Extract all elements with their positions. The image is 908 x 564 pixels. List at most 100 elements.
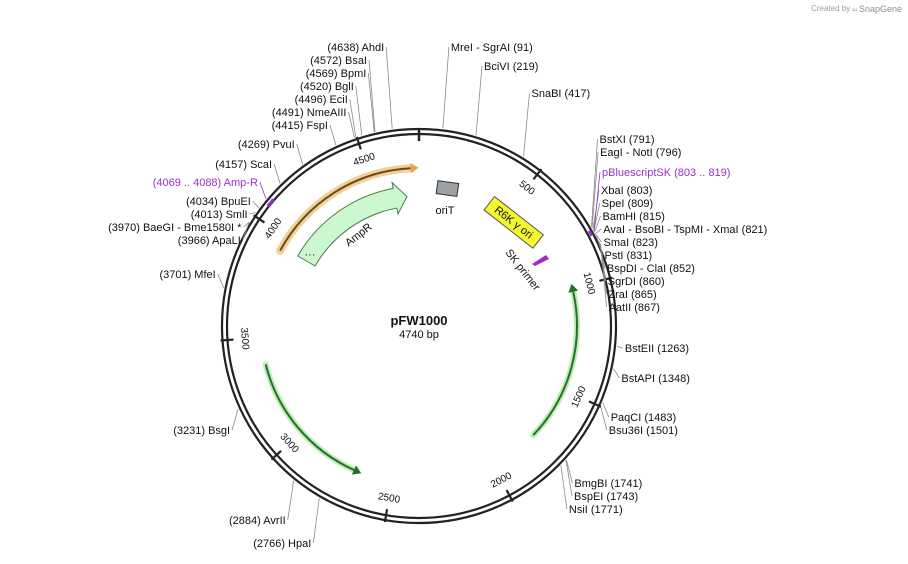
site-leader-line: [296, 143, 304, 165]
restriction-site-label: (4496) EciI: [295, 94, 348, 106]
restriction-site-label: (4572) BsaI: [310, 55, 367, 67]
restriction-site-label: NsiI (1771): [569, 504, 623, 516]
orange-orf-arc: [279, 167, 411, 252]
credit-brand: SnapGene: [858, 3, 902, 14]
ampr-feature: [297, 181, 408, 267]
restriction-site-label: BamHI (815): [603, 211, 665, 223]
r6k-ori-box: [483, 195, 545, 249]
site-leader-line: [613, 368, 620, 379]
restriction-site-label: (4638) AhdI: [327, 42, 384, 54]
ampr-promoter-marker: ···: [305, 249, 316, 261]
tick-label: 4000: [263, 216, 285, 241]
tick-label: 2000: [489, 470, 514, 490]
restriction-site-label: BciVI (219): [484, 61, 538, 73]
site-leader-line: [231, 408, 239, 431]
sk-primer-arrow: [532, 255, 549, 266]
restriction-site-label: ZraI (865): [608, 289, 656, 301]
restriction-site-label: SnaBI (417): [532, 88, 591, 100]
site-leader-line: [312, 498, 320, 544]
site-leader-line: [249, 212, 256, 215]
orf-arc-bottom-left-arrowhead: [351, 465, 362, 475]
snapgene-credit: Created by ⧢ SnapGene: [811, 3, 902, 14]
orf-arc-right: [532, 291, 578, 436]
restriction-site-label: (2766) HpaI: [253, 538, 311, 550]
oriT-box: [435, 180, 460, 198]
restriction-site-label: SgrDI (860): [608, 276, 665, 288]
tick-label: 1500: [570, 384, 589, 409]
restriction-site-label: EagI - NotI (796): [600, 147, 681, 159]
site-leader-line: [217, 273, 225, 288]
site-leader-line: [349, 98, 357, 138]
site-leader-line: [602, 402, 610, 418]
tick-mark: [532, 168, 543, 181]
site-leader-line: [566, 459, 573, 484]
restriction-site-label: BmgBI (1741): [574, 478, 642, 490]
site-leader-line: [565, 460, 573, 497]
orf-arc-right-glow: [530, 288, 580, 439]
primer-label: pBluescriptSK (803 .. 819): [602, 167, 730, 179]
restriction-site-label: (3231) BsgI: [173, 425, 230, 437]
restriction-site-label: BstEII (1263): [625, 343, 689, 355]
tick-mark: [505, 489, 514, 503]
tick-mark: [220, 338, 234, 342]
primer-leader-line: [593, 171, 601, 232]
orange-orf-arrowhead: [410, 163, 419, 174]
site-leader-line: [329, 124, 337, 146]
site-leader-line: [591, 151, 599, 228]
restriction-site-label: BstXI (791): [600, 134, 655, 146]
credit-prefix: Created by: [811, 4, 851, 13]
restriction-site-label: (4269) PvuI: [238, 139, 295, 151]
snapgene-logo-icon: ⧢: [852, 3, 857, 13]
restriction-site-label: (4157) ScaI: [215, 159, 272, 171]
restriction-site-label: (4034) BpuEI: [186, 196, 251, 208]
restriction-site-label: (4013) SmlI: [191, 209, 248, 221]
restriction-site-label: (4569) BpmI: [306, 68, 367, 80]
plasmid-backbone: [220, 127, 618, 525]
tick-mark: [355, 136, 362, 150]
restriction-site-label: SpeI (809): [602, 198, 653, 210]
pbluescript-primer-mark: [587, 230, 594, 237]
primer-label: (4069 .. 4088) Amp-R: [153, 177, 258, 189]
tick-mark: [383, 509, 389, 523]
site-leader-line: [243, 221, 250, 228]
site-leader-line: [600, 244, 607, 308]
restriction-site-label: (4491) NmeAIII: [272, 107, 347, 119]
tick-label: 4500: [352, 151, 377, 169]
orf-arc-right-arrowhead: [568, 283, 579, 293]
site-leader-line: [367, 72, 375, 133]
site-leader-line: [442, 46, 450, 129]
tick-label: 500: [517, 179, 537, 198]
site-leader-line: [595, 233, 602, 243]
site-leader-line: [475, 65, 483, 136]
restriction-site-label: PstI (831): [605, 250, 653, 262]
primer-leader-line: [259, 181, 267, 199]
tick-label: 2500: [377, 491, 401, 506]
site-leader-line: [560, 465, 568, 510]
restriction-site-label: SmaI (823): [604, 237, 658, 249]
restriction-site-label: AatII (867): [609, 302, 660, 314]
site-leader-line: [355, 85, 363, 136]
restriction-site-label: (3966) ApaLI: [178, 235, 241, 247]
site-leader-line: [523, 92, 530, 157]
restriction-site-label: AvaI - BsoBI - TspMI - XmaI (821): [603, 224, 767, 236]
orf-arc-bottom-left: [264, 364, 355, 471]
site-leader-line: [600, 406, 608, 431]
amp-r-primer-mark: [266, 198, 275, 208]
restriction-site-label: BspEI (1743): [574, 491, 638, 503]
sk-primer-label: SK primer: [503, 247, 543, 293]
restriction-site-label: PaqCI (1483): [611, 412, 676, 424]
restriction-site-label: (4415) FspI: [272, 120, 328, 132]
site-leader-line: [616, 346, 623, 349]
site-leader-line: [252, 200, 260, 209]
plasmid-name: pFW1000: [390, 313, 447, 328]
tick-mark: [270, 450, 282, 461]
site-leader-line: [594, 215, 601, 233]
site-leader-line: [348, 111, 355, 138]
tick-mark: [588, 400, 602, 408]
site-leader-line: [385, 46, 393, 129]
tick-label: 3500: [238, 327, 251, 350]
restriction-site-label: (3970) BaeGI - Bme1580I *: [108, 222, 242, 234]
tick-mark: [253, 214, 266, 224]
